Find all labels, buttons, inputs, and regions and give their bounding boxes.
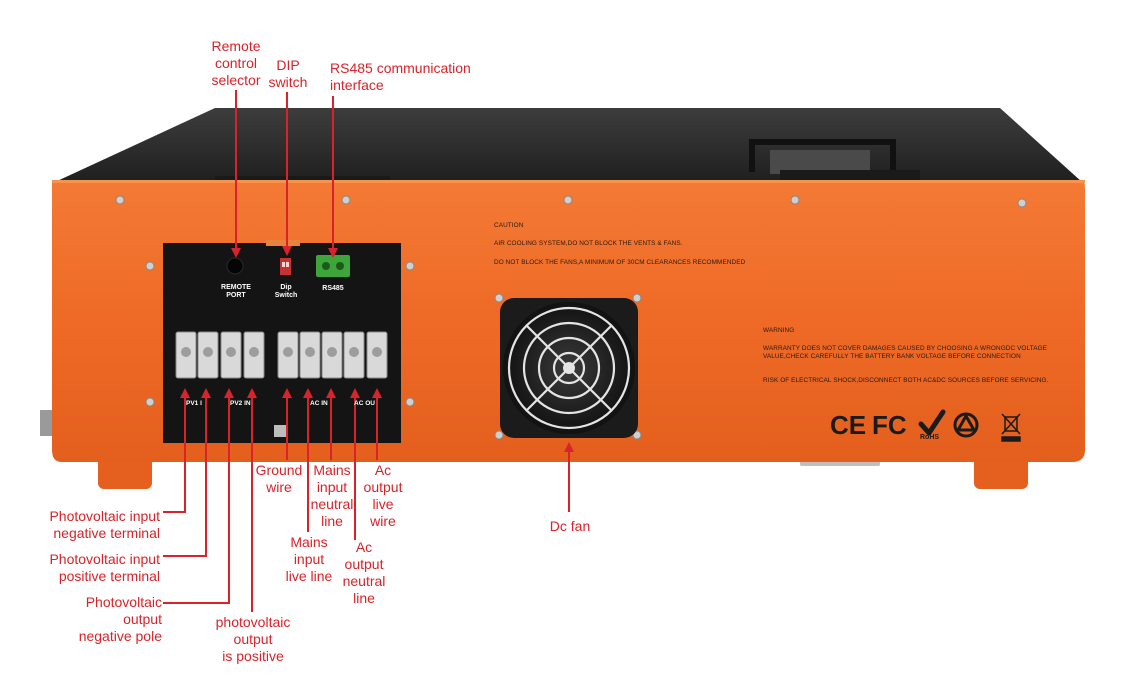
callout-ac-output-neutral: Ac output neutral line	[342, 539, 386, 606]
callout-ac-output-live: Ac output live wire	[363, 462, 403, 529]
callout-pv-output-positive: photovoltaic output is positive	[215, 614, 291, 664]
carry-handle	[749, 139, 896, 172]
rohs-check-icon	[918, 409, 946, 436]
weee-bin-icon	[1001, 413, 1021, 442]
top-lid	[55, 108, 1082, 182]
callout-pv-input-positive: Photovoltaic input positive terminal	[49, 551, 160, 584]
warning-title: WARNING	[763, 327, 795, 334]
warning-line-1: WARRANTY DOES NOT COVER DAMAGES CAUSED B…	[763, 345, 1048, 360]
ac-out-label: AC OU	[354, 400, 375, 407]
foot-right	[974, 455, 1028, 489]
callout-arrowheads	[180, 246, 574, 452]
rs485-connector	[316, 255, 350, 277]
callout-lines	[163, 90, 570, 612]
fc-mark: FC	[872, 410, 907, 440]
callout-pv-input-negative: Photovoltaic input negative terminal	[49, 508, 160, 541]
callout-pv-output-negative: Photovoltaic output negative pole	[78, 594, 162, 644]
rs485-label: RS485	[322, 285, 344, 292]
fan-grille-icon	[500, 298, 638, 438]
warning-line-2: RISK OF ELECTRICAL SHOCK,DISCONNECT BOTH…	[763, 377, 1049, 384]
callout-remote-control-selector: Remote control selector	[211, 38, 261, 88]
ground-screw	[274, 425, 288, 437]
pv1-label: PV1 I	[186, 400, 202, 407]
remote-port-label: REMOTE PORT	[221, 284, 251, 299]
callout-mains-input-live: Mains input live line	[285, 534, 333, 584]
callout-rs485-interface: RS485 communication interface	[330, 60, 471, 93]
recycle-icon	[953, 412, 979, 438]
dip-switch-label: Dip Switch	[274, 284, 298, 299]
remote-port	[226, 257, 244, 275]
ac-in-label: AC IN	[310, 400, 328, 407]
dip-switch	[280, 258, 291, 275]
pv2-label: PV2 IN	[230, 400, 251, 407]
caution-line-2: DO NOT BLOCK THE FANS,A MINIMUM OF 30CM …	[494, 259, 746, 266]
ce-mark: CE	[830, 410, 867, 440]
side-connector	[40, 410, 52, 436]
caution-title: CAUTION	[494, 222, 524, 229]
callout-mains-input-neutral: Mains input neutral line	[310, 462, 354, 529]
rohs-mark: RoHS	[920, 434, 940, 441]
foot-left	[98, 455, 152, 489]
screws	[115, 195, 1027, 440]
callout-dc-fan: Dc fan	[549, 518, 591, 534]
callout-ground-wire: Ground wire	[255, 462, 303, 495]
caution-line-1: AIR COOLING SYSTEM,DO NOT BLOCK THE VENT…	[494, 240, 683, 247]
callout-dip-switch: DIP switch	[268, 57, 308, 90]
